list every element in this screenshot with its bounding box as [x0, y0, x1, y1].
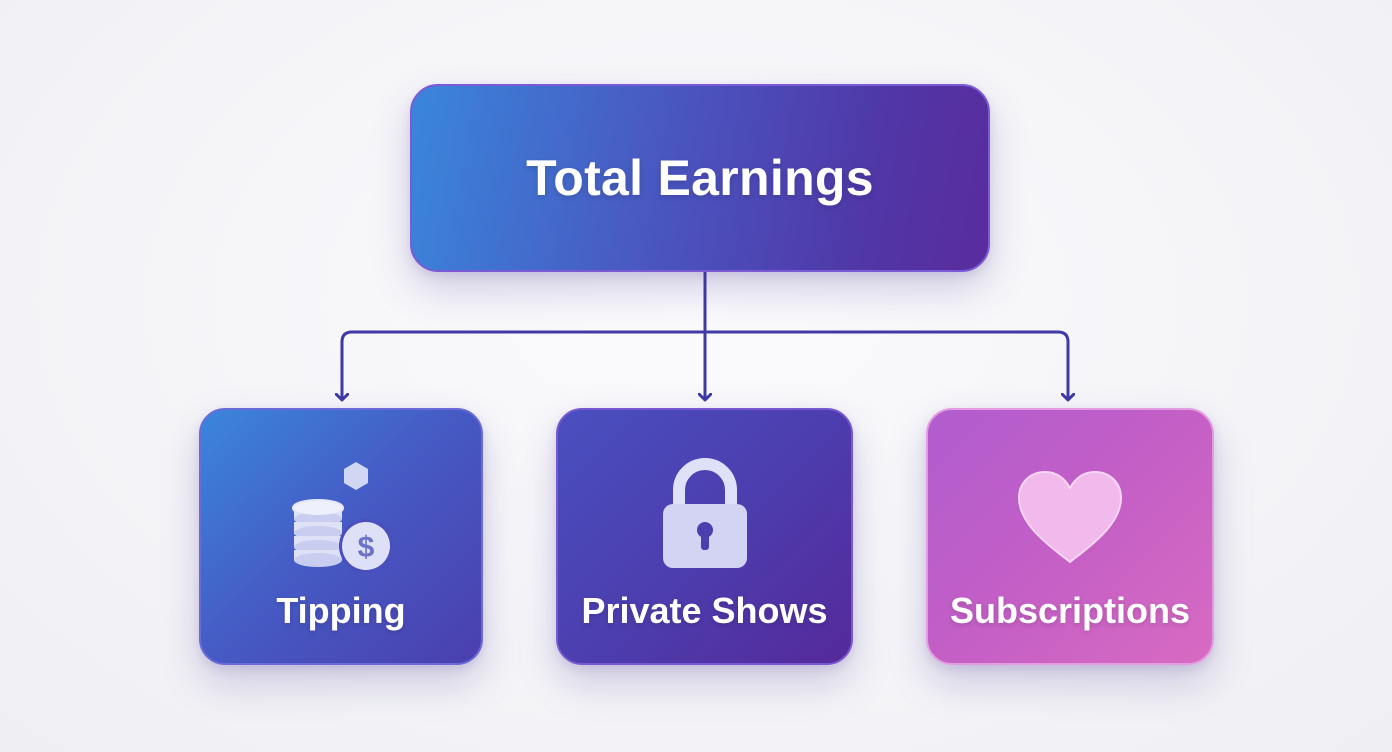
- lock-icon: [657, 456, 753, 577]
- connector-horizontal: [340, 330, 1070, 343]
- total-earnings-node: Total Earnings: [410, 84, 990, 272]
- subscriptions-node: Subscriptions: [926, 408, 1214, 665]
- total-earnings-label: Total Earnings: [526, 150, 874, 206]
- coins-icon: $: [286, 458, 396, 583]
- subscriptions-label: Subscriptions: [949, 590, 1191, 631]
- tipping-label: Tipping: [276, 590, 406, 631]
- private-shows-node: Private Shows: [556, 408, 853, 665]
- tipping-node: $ Tipping: [199, 408, 483, 665]
- private-shows-label: Private Shows: [581, 590, 828, 631]
- heart-icon: [1015, 470, 1125, 571]
- svg-text:$: $: [358, 531, 375, 564]
